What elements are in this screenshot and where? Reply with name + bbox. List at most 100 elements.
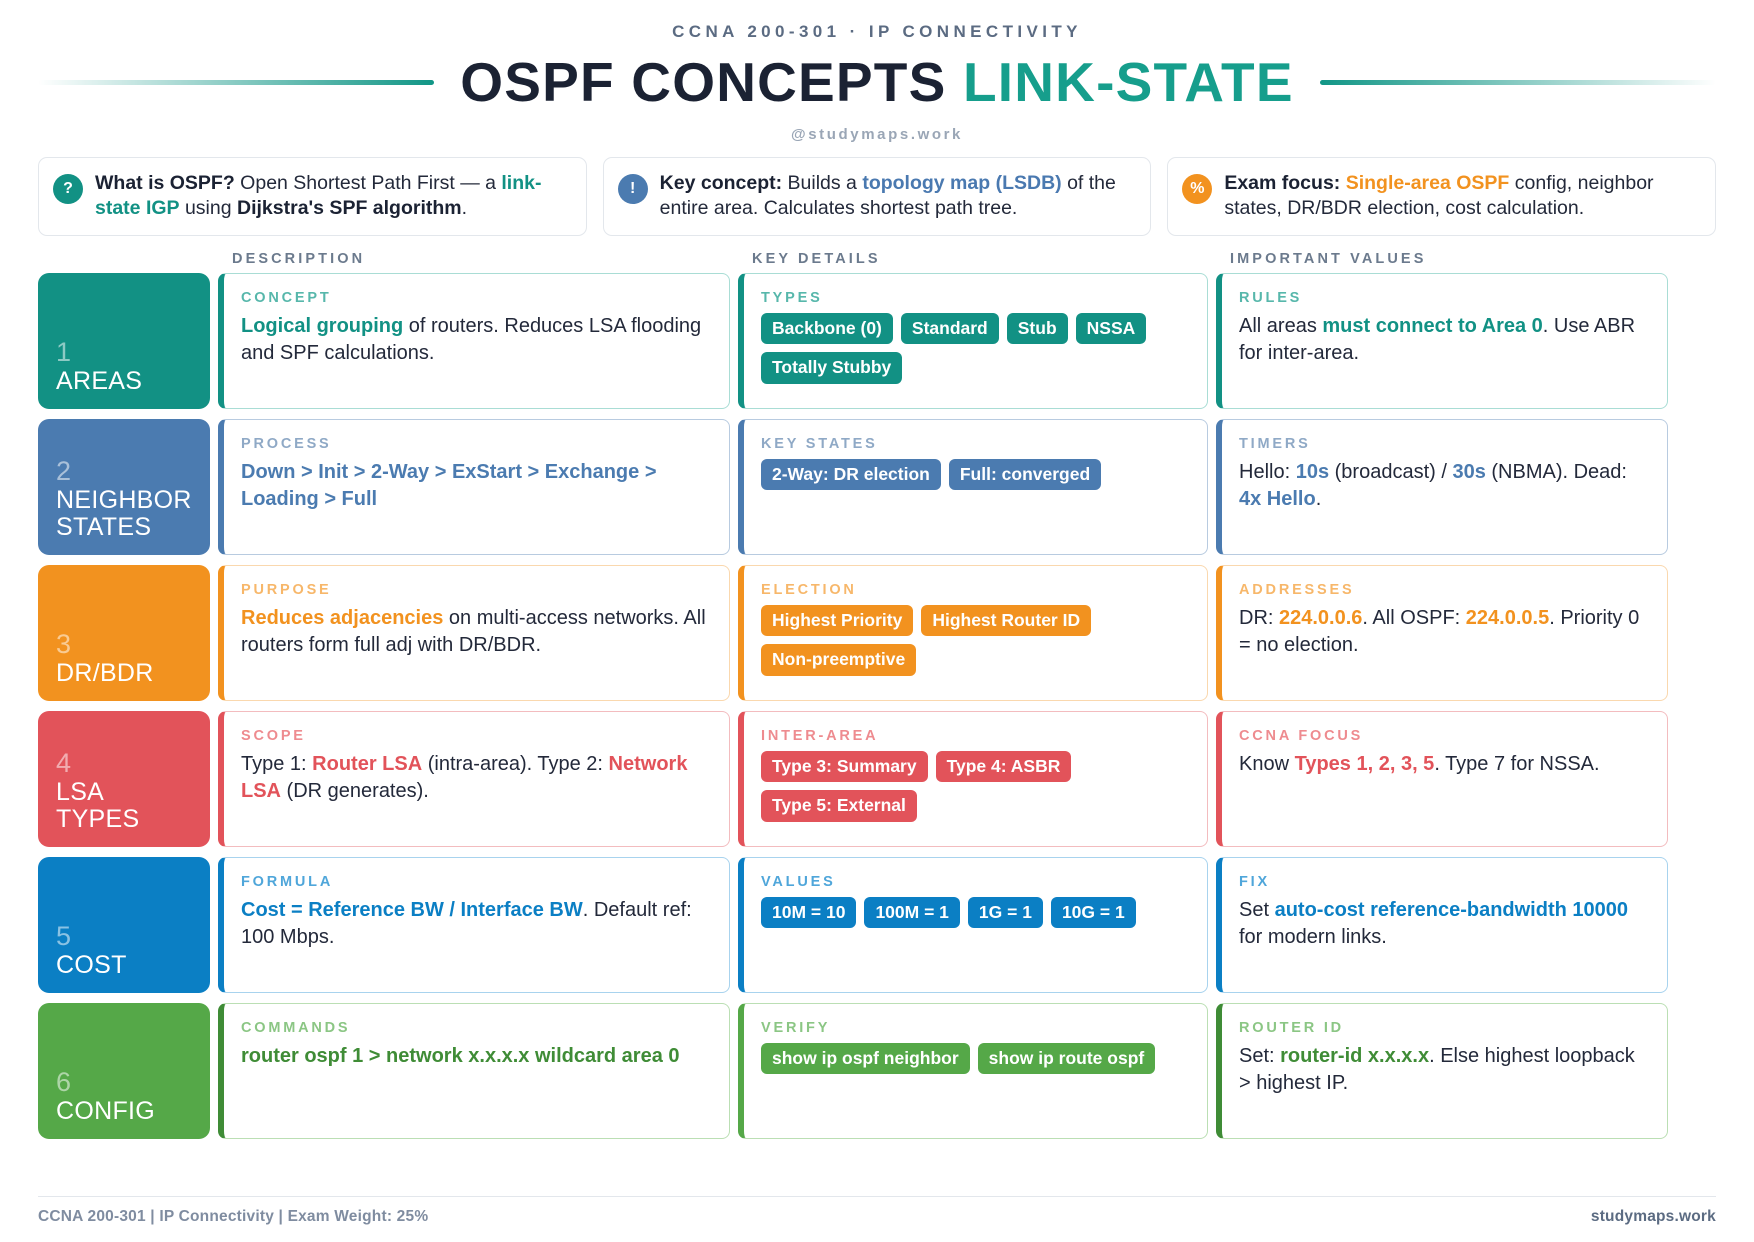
card-pre: Know bbox=[1239, 753, 1295, 776]
card-details-areas: TYPES Backbone (0) Standard Stub NSSA To… bbox=[738, 273, 1208, 410]
title-row: OSPF CONCEPTS LINK-STATE bbox=[38, 51, 1716, 113]
column-header-important-values: IMPORTANT VALUES bbox=[1230, 251, 1427, 268]
row-tile-config: 6 CONFIG bbox=[38, 1003, 210, 1140]
card-pre: Type 1: bbox=[241, 753, 313, 776]
card-bold: 224.0.0.6 bbox=[1279, 607, 1363, 630]
card-bold: router-id x.x.x.x bbox=[1280, 1045, 1430, 1068]
card-mid: (broadcast) / bbox=[1329, 461, 1453, 484]
chip: 100M = 1 bbox=[864, 897, 960, 929]
column-header-row: DESCRIPTION KEY DETAILS IMPORTANT VALUES bbox=[38, 251, 1716, 267]
chip: Stub bbox=[1006, 313, 1068, 345]
card-kicker: KEY STATES bbox=[761, 436, 878, 453]
callout-key-concept: ! Key concept: Builds a topology map (LS… bbox=[602, 156, 1152, 237]
card-post: for modern links. bbox=[1239, 925, 1387, 948]
card-bold: Cost = Reference BW / Interface BW bbox=[241, 899, 583, 922]
card-bold: Logical grouping bbox=[241, 315, 404, 338]
row-config: 6 CONFIG COMMANDS router ospf 1 > networ… bbox=[38, 1003, 1716, 1140]
column-header-description: DESCRIPTION bbox=[232, 251, 366, 268]
callout-text-2: of the entire area. Calculates shortest … bbox=[659, 171, 1116, 219]
chip: Full: converged bbox=[948, 459, 1102, 491]
row-lsa-types: 4 LSA TYPES SCOPE Type 1: Router LSA (in… bbox=[38, 711, 1716, 848]
card-body: Type 1: Router LSA (intra-area). Type 2:… bbox=[241, 751, 711, 804]
chip: Standard bbox=[900, 313, 999, 345]
row-tile-neighbor-states: 2 NEIGHBOR STATES bbox=[38, 419, 210, 556]
row-tile-areas: 1 AREAS bbox=[38, 273, 210, 410]
card-bold: auto-cost reference-bandwidth 10000 bbox=[1274, 899, 1629, 922]
row-label: COST bbox=[56, 951, 127, 980]
card-body: Know Types 1, 2, 3, 5. Type 7 for NSSA. bbox=[1239, 751, 1649, 778]
chip-list: Highest Priority Highest Router ID Non-p… bbox=[761, 605, 1189, 676]
row-tile-dr-bdr: 3 DR/BDR bbox=[38, 565, 210, 702]
row-label: CONFIG bbox=[56, 1097, 156, 1126]
card-details-lsa-types: INTER-AREA Type 3: Summary Type 4: ASBR … bbox=[738, 711, 1208, 848]
callout-keyword-1: link-state IGP bbox=[95, 171, 542, 219]
callout-text-2: config, neighbor states, DR/BDR election… bbox=[1224, 171, 1654, 219]
footer-right-text: studymaps.work bbox=[1590, 1208, 1716, 1225]
chip-list: Type 3: Summary Type 4: ASBR Type 5: Ext… bbox=[761, 751, 1189, 822]
chip: Highest Priority bbox=[761, 605, 914, 637]
row-number: 6 bbox=[56, 1067, 72, 1098]
card-details-dr-bdr: ELECTION Highest Priority Highest Router… bbox=[738, 565, 1208, 702]
card-body: Reduces adjacencies on multi-access netw… bbox=[241, 605, 711, 658]
chip: show ip ospf neighbor bbox=[761, 1043, 970, 1075]
callout-text-1: Open Shortest Path First — a bbox=[234, 171, 502, 194]
chip: Type 5: External bbox=[761, 790, 917, 822]
card-bold-2: Network LSA bbox=[241, 753, 688, 802]
chip: 1G = 1 bbox=[967, 897, 1043, 929]
card-bold: Types 1, 2, 3, 5 bbox=[1294, 753, 1435, 776]
chip: Highest Router ID bbox=[921, 605, 1092, 637]
card-kicker: VERIFY bbox=[761, 1020, 831, 1037]
card-kicker: INTER-AREA bbox=[761, 728, 879, 745]
card-kicker: FORMULA bbox=[241, 874, 334, 891]
card-mid: . All OSPF: bbox=[1362, 607, 1466, 630]
card-description-lsa-types: SCOPE Type 1: Router LSA (intra-area). T… bbox=[218, 711, 730, 848]
card-pre: All areas bbox=[1239, 315, 1323, 338]
exclamation-icon: ! bbox=[617, 173, 648, 204]
card-bold-2: 224.0.0.5 bbox=[1465, 607, 1550, 630]
card-pre: DR: bbox=[1239, 607, 1279, 630]
card-post: . Type 7 for NSSA. bbox=[1434, 753, 1600, 776]
chip: 10G = 1 bbox=[1050, 897, 1136, 929]
card-kicker: ADDRESSES bbox=[1239, 582, 1355, 599]
card-kicker: VALUES bbox=[761, 874, 836, 891]
row-neighbor-states: 2 NEIGHBOR STATES PROCESS Down > Init > … bbox=[38, 419, 1716, 556]
card-kicker: TYPES bbox=[761, 290, 823, 307]
handle-text: @studymaps.work bbox=[791, 125, 963, 143]
card-bold-2: 30s bbox=[1452, 461, 1486, 484]
card-body: Set: router-id x.x.x.x. Else highest loo… bbox=[1239, 1043, 1649, 1096]
chip: Backbone (0) bbox=[761, 313, 893, 345]
chip: show ip route ospf bbox=[977, 1043, 1156, 1075]
row-areas: 1 AREAS CONCEPT Logical grouping of rout… bbox=[38, 273, 1716, 410]
percent-icon: % bbox=[1182, 173, 1213, 204]
page-title-main: OSPF CONCEPTS bbox=[460, 51, 947, 113]
card-kicker: RULES bbox=[1239, 290, 1303, 307]
card-rest: . Default ref: 100 Mbps. bbox=[241, 899, 692, 948]
callout-text-1: Builds a bbox=[782, 171, 863, 194]
title-rule-left bbox=[38, 80, 435, 86]
chip: 10M = 10 bbox=[761, 897, 857, 929]
card-pre: Hello: bbox=[1239, 461, 1296, 484]
card-post: . Priority 0 = no election. bbox=[1239, 607, 1640, 656]
card-body: Logical grouping of routers. Reduces LSA… bbox=[241, 313, 711, 366]
callout-body: Exam focus: Single-area OSPF config, nei… bbox=[1224, 171, 1699, 221]
card-kicker: TIMERS bbox=[1239, 436, 1311, 453]
card-description-config: COMMANDS router ospf 1 > network x.x.x.x… bbox=[218, 1003, 730, 1140]
callout-what-is-ospf: ? What is OSPF? Open Shortest Path First… bbox=[38, 156, 587, 237]
card-description-areas: CONCEPT Logical grouping of routers. Red… bbox=[218, 273, 730, 410]
chip-list: 2-Way: DR election Full: converged bbox=[761, 459, 1189, 491]
card-values-cost: FIX Set auto-cost reference-bandwidth 10… bbox=[1216, 857, 1668, 994]
card-description-cost: FORMULA Cost = Reference BW / Interface … bbox=[218, 857, 730, 994]
card-description-neighbor-states: PROCESS Down > Init > 2-Way > ExStart > … bbox=[218, 419, 730, 556]
callout-keyword-1: topology map (LSDB) bbox=[862, 171, 1062, 194]
page-title: OSPF CONCEPTS LINK-STATE bbox=[460, 51, 1293, 113]
card-description-dr-bdr: PURPOSE Reduces adjacencies on multi-acc… bbox=[218, 565, 730, 702]
card-pre: Set: bbox=[1239, 1045, 1281, 1068]
card-details-neighbor-states: KEY STATES 2-Way: DR election Full: conv… bbox=[738, 419, 1208, 556]
row-label: DR/BDR bbox=[56, 659, 154, 688]
callout-text-2: using bbox=[179, 196, 237, 219]
callout-text-3: . bbox=[461, 196, 468, 219]
row-number: 5 bbox=[56, 921, 72, 952]
chip-list: show ip ospf neighbor show ip route ospf bbox=[761, 1043, 1189, 1075]
card-details-config: VERIFY show ip ospf neighbor show ip rou… bbox=[738, 1003, 1208, 1140]
card-kicker: SCOPE bbox=[241, 728, 306, 745]
